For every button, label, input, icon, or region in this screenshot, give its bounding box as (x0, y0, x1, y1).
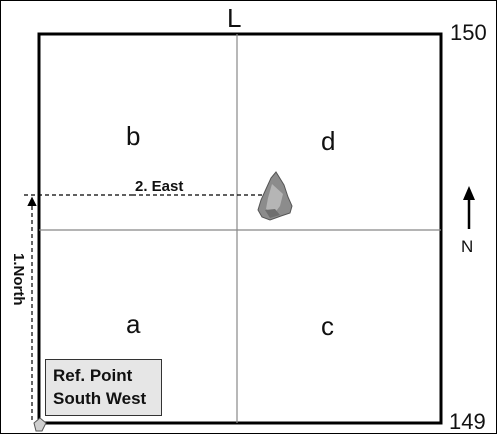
quadrant-label-a: a (126, 309, 141, 339)
artifact-icon (257, 171, 293, 221)
corner-label-bottom-right: 149 (449, 409, 486, 434)
reference-point-line2: South West (53, 389, 147, 408)
reference-point-marker (33, 417, 47, 432)
north-arrow-icon (463, 186, 475, 229)
reference-point-line1: Ref. Point (53, 366, 133, 385)
unit-square (37, 32, 443, 425)
quadrant-label-c: c (321, 311, 334, 341)
east-step-label: 2. East (135, 178, 183, 195)
compass-label: N (461, 237, 473, 256)
unit-title: L (227, 3, 241, 33)
north-step-label: 1.North (10, 253, 27, 306)
quadrant-label-d: d (321, 126, 335, 156)
quadrant-label-b: b (126, 121, 140, 151)
corner-label-top-right: 150 (450, 20, 487, 45)
reference-point-box: Ref. Point South West (45, 359, 162, 416)
